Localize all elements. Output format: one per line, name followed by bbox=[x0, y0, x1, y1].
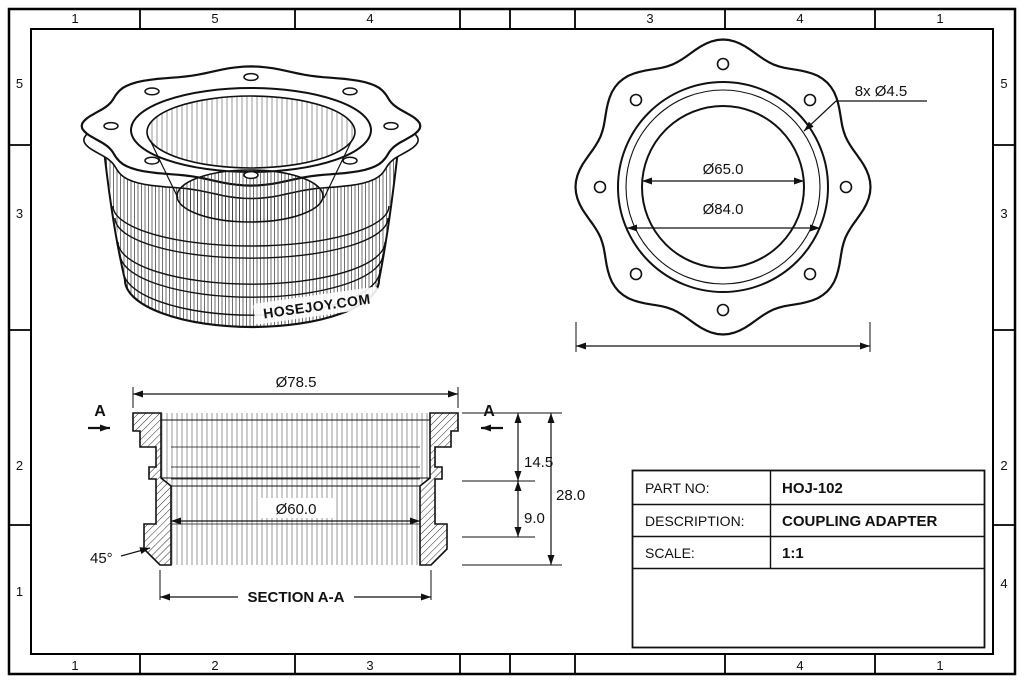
description-label: DESCRIPTION: bbox=[645, 513, 745, 529]
part-no-value: HOJ-102 bbox=[782, 480, 843, 497]
zone-number: 3 bbox=[646, 11, 653, 26]
chamfer-circle bbox=[625, 89, 821, 285]
zone-ticks bbox=[9, 9, 1015, 674]
dim-label-outer-diameter: Ø84.0 bbox=[703, 201, 744, 218]
front-view: Ø65.0 Ø84.0 8x Ø4.5 bbox=[574, 38, 927, 352]
zone-number: 1 bbox=[16, 584, 23, 599]
zone-number: 5 bbox=[211, 11, 218, 26]
flange-bolt-holes bbox=[103, 72, 399, 180]
dim-label-hole-callout: 8x Ø4.5 bbox=[855, 83, 908, 100]
section-wall-left bbox=[132, 412, 172, 566]
zone-number: 4 bbox=[796, 11, 803, 26]
cut-label-left: A bbox=[94, 403, 106, 420]
zone-number: 3 bbox=[366, 658, 373, 673]
bore-bottom bbox=[176, 169, 324, 223]
dim-label-bore-diameter: Ø60.0 bbox=[276, 501, 317, 518]
sheet-border: 1 5 4 3 4 1 1 2 3 4 1 5 3 2 1 5 3 2 4 bbox=[7, 7, 1017, 676]
part-no-label: PART NO: bbox=[645, 480, 710, 496]
title-block: PART NO: HOJ-102 DESCRIPTION: COUPLING A… bbox=[631, 469, 986, 649]
zone-number: 4 bbox=[366, 11, 373, 26]
scale-value: 1:1 bbox=[782, 545, 804, 562]
zone-number: 3 bbox=[16, 206, 23, 221]
dim-label-overall-height: 28.0 bbox=[556, 487, 585, 504]
bore-far-surface bbox=[161, 413, 430, 565]
outer-circle bbox=[617, 81, 829, 293]
zone-number: 2 bbox=[16, 458, 23, 473]
zone-number: 1 bbox=[936, 11, 943, 26]
section-label: SECTION A-A bbox=[248, 589, 345, 606]
zone-number: 4 bbox=[1000, 576, 1007, 591]
scalloped-flange-outline bbox=[574, 38, 872, 336]
zone-number: 1 bbox=[71, 11, 78, 26]
isometric-view: HOSEJOY.COM bbox=[80, 65, 422, 329]
dim-label-counterbore-depth: 14.5 bbox=[524, 454, 553, 471]
zone-number: 4 bbox=[796, 658, 803, 673]
zone-number: 1 bbox=[936, 658, 943, 673]
zone-number: 3 bbox=[1000, 206, 1007, 221]
bolt-holes bbox=[593, 57, 853, 317]
cut-label-right: A bbox=[483, 403, 495, 420]
title-block-row: PART NO: HOJ-102 bbox=[645, 480, 843, 497]
dim-label-top-diameter: Ø78.5 bbox=[276, 374, 317, 391]
zone-numbers: 1 5 4 3 4 1 1 2 3 4 1 5 3 2 1 5 3 2 4 bbox=[16, 11, 1008, 673]
description-value: COUPLING ADAPTER bbox=[782, 513, 937, 530]
zone-number: 2 bbox=[211, 658, 218, 673]
bore-opening bbox=[146, 95, 356, 169]
section-view: A A Ø78.5 Ø60.0 14.5 9.0 28.0 45° SECTIO… bbox=[88, 374, 585, 606]
zone-number: 2 bbox=[1000, 458, 1007, 473]
title-block-row: SCALE: 1:1 bbox=[645, 545, 804, 562]
bore-circle bbox=[641, 105, 805, 269]
scale-label: SCALE: bbox=[645, 545, 695, 561]
dim-label-chamfer-angle: 45° bbox=[90, 550, 113, 567]
title-block-row: DESCRIPTION: COUPLING ADAPTER bbox=[645, 513, 937, 530]
zone-number: 5 bbox=[16, 76, 23, 91]
dim-label-step-height: 9.0 bbox=[524, 510, 545, 527]
section-wall-right bbox=[419, 412, 459, 566]
dim-label-inner-diameter: Ø65.0 bbox=[703, 161, 744, 178]
zone-number: 5 bbox=[1000, 76, 1007, 91]
zone-number: 1 bbox=[71, 658, 78, 673]
